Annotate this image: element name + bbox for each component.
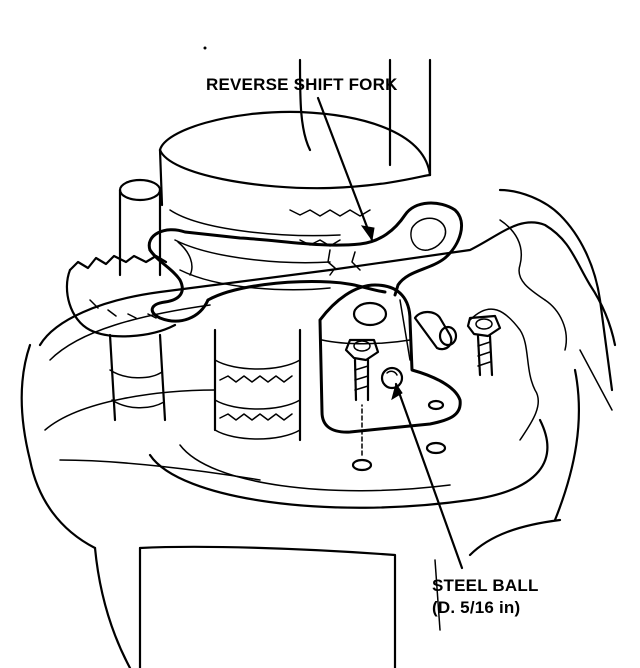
transmission-case [20,188,617,668]
reverse-shift-fork-label: REVERSE SHIFT FORK [206,75,398,94]
bolt-left [344,338,380,402]
steel-ball [380,366,404,390]
leader-ball [391,382,464,570]
bolt-right [466,314,502,377]
left-gear-shaft [65,178,177,422]
leader-fork [316,96,375,242]
bolt-holes [351,399,447,472]
steel-ball-label: STEEL BALL [432,576,539,595]
steel-ball-size-label: (D. 5/16 in) [432,598,521,617]
speck [203,46,207,50]
gear-stack [158,110,432,442]
fork-bracket [318,283,462,434]
reverse-shift-fork [147,201,463,323]
